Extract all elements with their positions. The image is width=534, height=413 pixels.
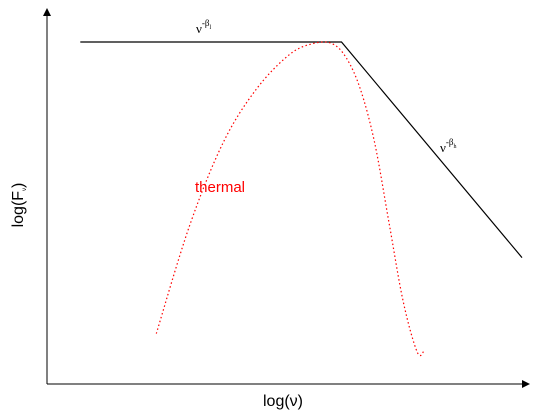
annotation-high-slope: ν-βh bbox=[440, 137, 456, 155]
series-label-thermal: thermal bbox=[195, 179, 245, 196]
x-axis-label: log(ν) bbox=[263, 393, 303, 410]
y-axis-label: log(Fν) bbox=[10, 183, 28, 228]
series-thermal bbox=[155, 41, 426, 357]
annotation-low-slope: ν-βl bbox=[196, 18, 211, 36]
series-broken-power-law bbox=[80, 41, 523, 258]
series-layer bbox=[80, 41, 523, 357]
